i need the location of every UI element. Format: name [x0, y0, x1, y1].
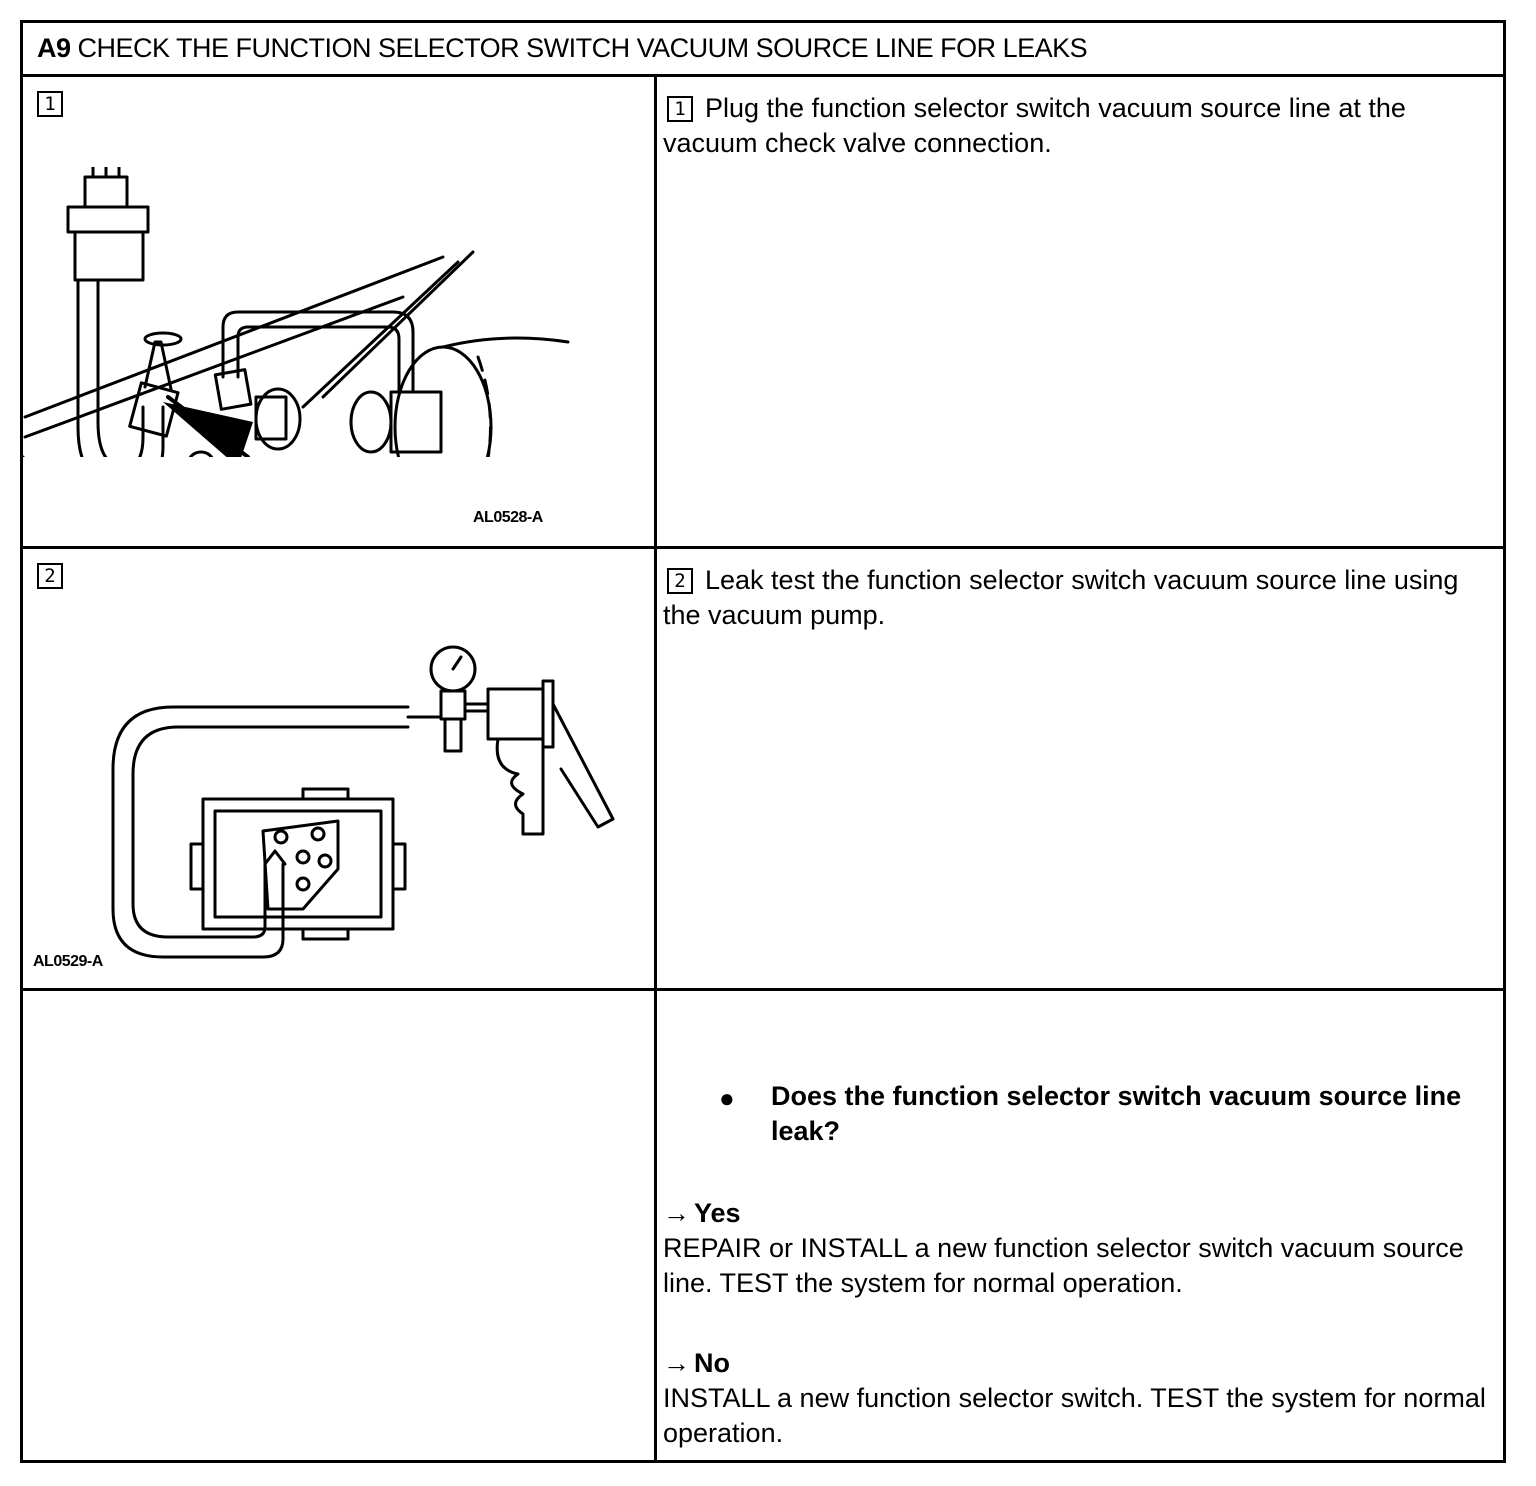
- title-row: A9 CHECK THE FUNCTION SELECTOR SWITCH VA…: [23, 23, 1503, 77]
- step-1-row: 1: [23, 77, 1503, 549]
- figure-1-label: AL0528-A: [473, 509, 543, 526]
- step-1-text: Plug the function selector switch vacuum…: [663, 93, 1406, 158]
- step-2-text: Leak test the function selector switch v…: [663, 565, 1459, 630]
- step-2-number-box: 2: [37, 563, 63, 589]
- check-valve-illustration: [23, 167, 570, 457]
- vacuum-pump-illustration: [111, 645, 615, 959]
- step-1-number-inline: 1: [667, 96, 693, 122]
- step-2-row: 2: [23, 549, 1503, 991]
- result-no-heading: →No: [663, 1346, 1503, 1381]
- result-yes: →Yes REPAIR or INSTALL a new function se…: [663, 1196, 1503, 1301]
- result-no: →No INSTALL a new function selector swit…: [663, 1346, 1503, 1451]
- result-row: ● Does the function selector switch vacu…: [23, 991, 1503, 1460]
- result-yes-answer: Yes: [694, 1198, 741, 1228]
- question-text: Does the function selector switch vacuum…: [771, 1081, 1462, 1146]
- page-title: A9 CHECK THE FUNCTION SELECTOR SWITCH VA…: [37, 33, 1088, 64]
- arrow-right-icon: →: [663, 1198, 690, 1228]
- bullet-icon: ●: [719, 1083, 735, 1113]
- result-no-action: INSTALL a new function selector switch. …: [663, 1383, 1486, 1448]
- result-yes-action: REPAIR or INSTALL a new function selecto…: [663, 1233, 1464, 1298]
- result-blank-cell: [23, 991, 657, 1460]
- diagnostic-table: A9 CHECK THE FUNCTION SELECTOR SWITCH VA…: [20, 20, 1506, 1463]
- step-2-number-inline: 2: [667, 568, 693, 594]
- result-no-answer: No: [694, 1348, 730, 1378]
- arrow-right-icon: →: [663, 1348, 690, 1378]
- step-code: A9: [37, 33, 71, 63]
- step-2-figure-cell: 2: [23, 549, 657, 988]
- result-yes-heading: →Yes: [663, 1196, 1503, 1231]
- step-1-figure-cell: 1: [23, 77, 657, 546]
- result-text-cell: ● Does the function selector switch vacu…: [657, 991, 1503, 1460]
- figure-2-label: AL0529-A: [33, 953, 103, 970]
- step-1-number-box: 1: [37, 91, 63, 117]
- title-text: CHECK THE FUNCTION SELECTOR SWITCH VACUU…: [77, 33, 1088, 63]
